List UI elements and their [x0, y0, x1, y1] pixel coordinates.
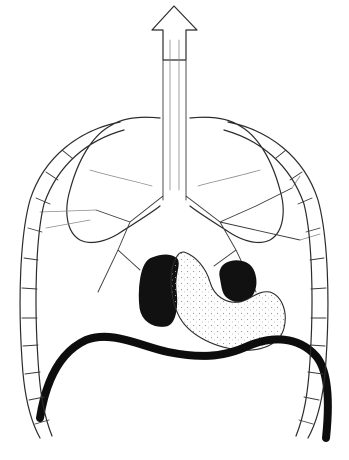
- up-arrow-icon: [152, 6, 197, 200]
- right-lung: [190, 117, 283, 242]
- right-dark-region: [220, 261, 256, 302]
- diaphragm: [40, 337, 328, 438]
